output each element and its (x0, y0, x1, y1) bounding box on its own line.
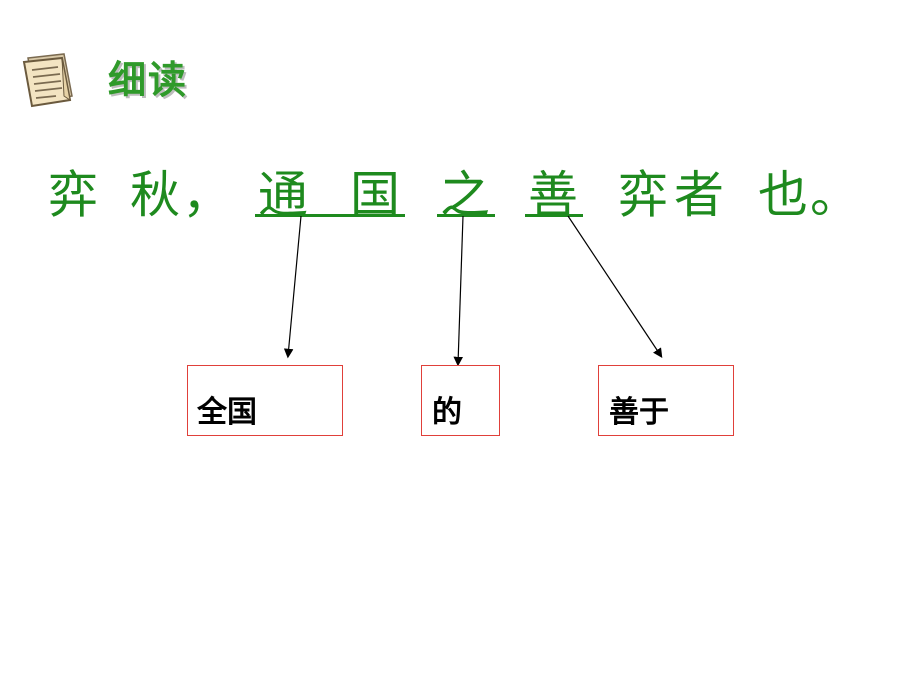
sentence-char: 。 (810, 166, 860, 224)
annotation-box-de (421, 365, 500, 436)
slide-header: 细读 (18, 50, 188, 110)
annotation-meaning: 的 (432, 395, 462, 430)
underline-zhi (437, 214, 495, 217)
annotation-box-shanyu (598, 365, 734, 436)
underline-tongguo (255, 214, 405, 217)
document-icon (22, 53, 73, 108)
sentence-char: 弈 (48, 166, 98, 224)
arrow-shan (567, 215, 663, 358)
sentence-char: 也 (758, 166, 808, 224)
sentence-char: 秋 (130, 166, 180, 224)
sentence-char: 弈 (618, 166, 668, 224)
arrow-tongguo (283, 215, 302, 359)
annotation-meaning: 全国 (197, 395, 257, 430)
sentence-char: ， (182, 166, 232, 224)
underline-shan (525, 214, 583, 217)
arrow-zhi (453, 215, 464, 367)
section-title: 细读 (108, 58, 189, 102)
annotation-meaning: 善于 (609, 395, 669, 430)
annotation-box-quanguo (187, 365, 343, 436)
classical-sentence: 弈 秋 ， 通 国 之 善 弈 者 也 。 (0, 160, 900, 240)
sentence-char: 者 (674, 166, 724, 224)
